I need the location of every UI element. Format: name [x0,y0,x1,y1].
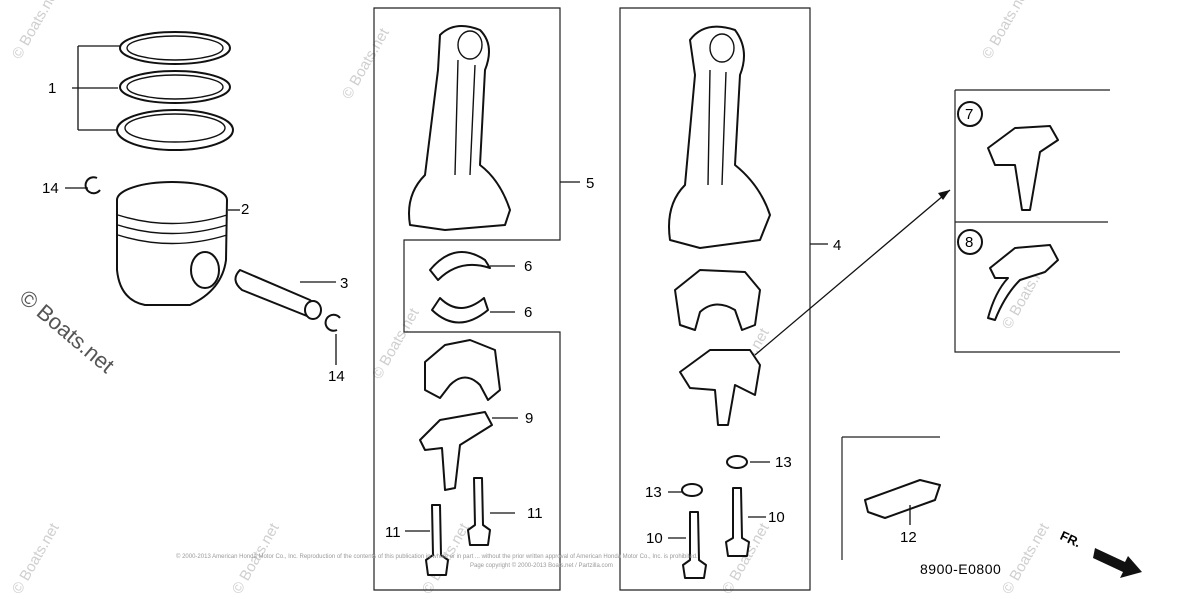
bearing-block-right [674,269,761,331]
oil-dipper [419,411,518,491]
group-frames [373,7,1120,591]
front-direction-indicator [1093,548,1142,578]
bearing-halves [429,251,515,324]
callout-7[interactable]: 7 [965,106,973,123]
watermark: © Boats.net [999,520,1053,597]
callout-3[interactable]: 3 [340,275,348,292]
callout-2[interactable]: 2 [241,201,249,218]
watermark: © Boats.net [369,305,423,382]
callout-11-right[interactable]: 11 [527,505,543,522]
callout-14-right[interactable]: 14 [328,368,345,385]
callout-5[interactable]: 5 [586,175,594,192]
callout-12[interactable]: 12 [900,529,917,546]
watermark: © Boats.net [339,25,393,102]
callout-13-right[interactable]: 13 [775,454,792,471]
diagram-code: 8900-E0800 [920,561,1001,577]
front-label: FR. [1058,528,1083,550]
rod-cap-center [424,339,501,401]
connecting-rod-center [408,25,580,231]
watermark: © Boats.net [9,0,63,62]
watermark-large: © Boats.net [15,285,119,378]
part12-frame [841,436,940,560]
inset-dipper-8 [957,229,1059,321]
bolts-10 [668,487,766,579]
rod-assembly-frame [619,7,811,591]
plate-12 [864,479,941,525]
piston-rings [72,31,234,151]
callout-10-left[interactable]: 10 [646,530,663,547]
callout-4[interactable]: 4 [833,237,841,254]
watermark: © Boats.net [719,520,773,597]
leader-arrowhead [938,190,950,200]
callout-11-left[interactable]: 11 [385,524,401,541]
callout-9[interactable]: 9 [525,410,533,427]
washers-13 [668,455,770,497]
piston-pin [234,269,336,320]
clip-left [65,176,101,195]
leader-to-inset [754,189,951,356]
callout-14-left[interactable]: 14 [42,180,59,197]
watermark: © Boats.net [9,520,63,597]
callout-6-upper[interactable]: 6 [524,258,532,275]
callout-labels: 1 2 3 4 5 6 6 7 8 9 10 10 11 11 12 13 13… [42,80,973,547]
arrow-icon [1093,548,1142,578]
connecting-rod-right [668,25,828,249]
copyright-line-2: Page copyright © 2000-2013 Boats.net / P… [470,562,613,569]
callout-8[interactable]: 8 [965,234,973,251]
copyright-line-1: © 2000-2013 American Honda Motor Co., In… [176,553,698,560]
piston [116,181,240,306]
callout-1[interactable]: 1 [48,80,56,97]
dipper-cap-right [679,349,761,426]
callout-10-right[interactable]: 10 [768,509,785,526]
bolts-11 [405,477,515,576]
callout-6-lower[interactable]: 6 [524,304,532,321]
clip-right [324,313,341,365]
callout-13-left[interactable]: 13 [645,484,662,501]
inset-left-edge [954,90,1120,353]
rod-group-frame [373,7,561,591]
watermark: © Boats.net [979,0,1033,62]
inset-dipper-7 [957,101,1059,211]
